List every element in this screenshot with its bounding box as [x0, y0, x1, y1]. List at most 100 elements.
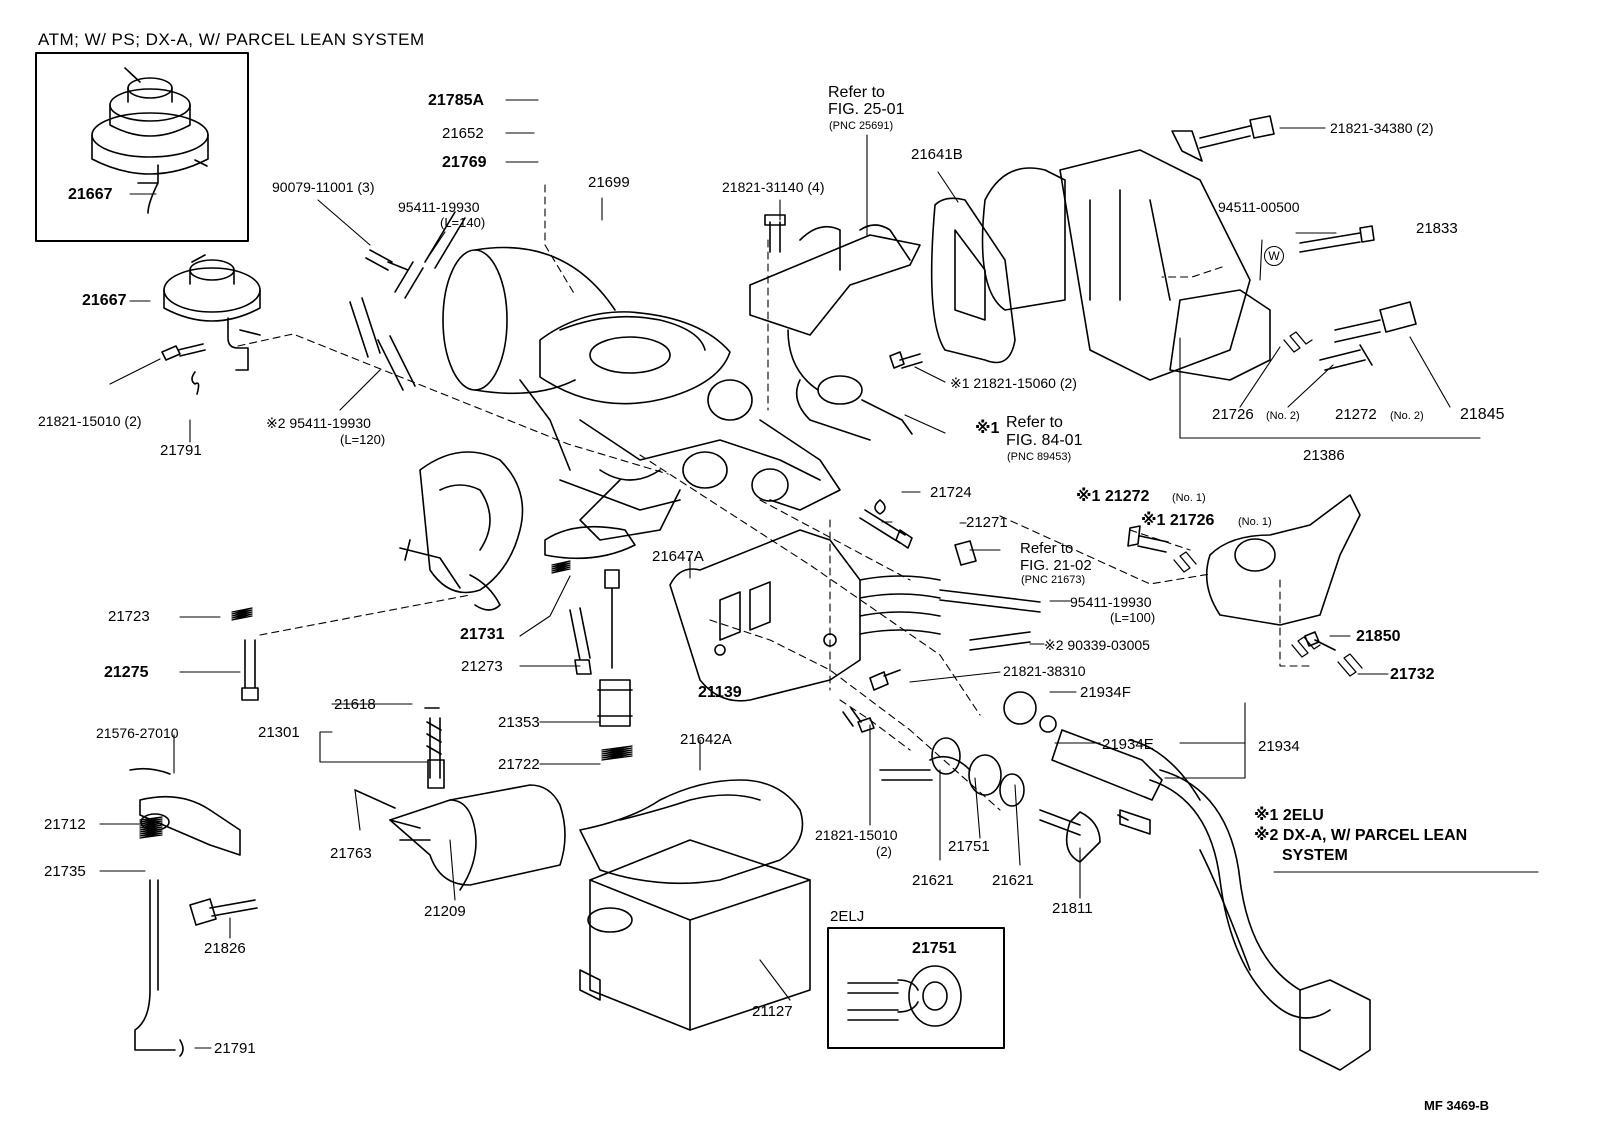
label-21652: 21652 — [442, 125, 484, 142]
label-21576-27010: 21576-27010 — [96, 725, 179, 741]
springs — [139, 331, 1363, 839]
vacuum-switch — [787, 329, 913, 441]
label-21275: 21275 — [104, 664, 149, 681]
label-21791-bottom: 21791 — [214, 1040, 256, 1057]
label-21821-15010-b-qty: (2) — [876, 844, 892, 859]
inset-frame-21667 — [35, 52, 249, 242]
ref-fig21-line2: FIG. 21-02 — [1020, 557, 1092, 574]
label-21811: 21811 — [1052, 900, 1093, 917]
gasket-21641b — [930, 197, 1016, 364]
label-21821-34380: 21821-34380 (2) — [1330, 120, 1434, 136]
vacuum-diaphragm-main — [163, 254, 261, 371]
inset-2elj-part: 21751 — [912, 940, 957, 957]
label-21139: 21139 — [698, 684, 742, 701]
sensor-harness-21934 — [1003, 691, 1371, 1071]
label-95411-19930-120: ※2 95411-19930 — [266, 415, 371, 431]
label-21821-38310: 21821-38310 — [1003, 663, 1086, 679]
label-21272-no2: 21272 — [1335, 406, 1377, 423]
label-21723: 21723 — [108, 608, 150, 625]
air-valve-no1 — [1205, 494, 1361, 626]
label-21785a: 21785A — [428, 92, 485, 109]
leader-lines — [99, 99, 1539, 1049]
label-21821-15060: ※1 21821-15060 (2) — [950, 375, 1077, 391]
label-21763: 21763 — [330, 845, 372, 862]
label-21726-no2-sub: (No. 2) — [1266, 410, 1300, 422]
label-21821-15010-2: 21821-15010 (2) — [38, 413, 142, 429]
label-21726-no1: ※1 21726 — [1141, 512, 1215, 529]
label-21735: 21735 — [44, 863, 86, 880]
tube-bundle — [859, 575, 1041, 651]
label-21127: 21127 — [752, 1003, 793, 1020]
label-21621-b: 21621 — [992, 872, 1034, 889]
ref-fig25-line1: Refer to — [828, 84, 885, 101]
label-21726-no1-sub: (No. 1) — [1238, 516, 1272, 528]
label-21826: 21826 — [204, 940, 246, 957]
label-21386: 21386 — [1303, 447, 1345, 464]
label-21821-31140: 21821-31140 (4) — [722, 179, 825, 195]
label-90339-03005: ※2 90339-03005 — [1044, 637, 1150, 653]
label-21821-15010-b: 21821-15010 — [815, 827, 898, 843]
label-21731: 21731 — [460, 626, 505, 643]
label-21934f: 21934F — [1080, 684, 1131, 701]
label-21934e: 21934E — [1102, 736, 1154, 753]
notes-legend: ※1 2ELU ※2 DX-A, W/ PARCEL LEAN SYSTEM — [1254, 806, 1467, 866]
dashed-guides — [237, 184, 1313, 811]
label-90079-11001: 90079-11001 (3) — [272, 179, 375, 195]
throttle-linkage — [399, 451, 524, 611]
label-21667-inset: 21667 — [68, 186, 113, 203]
label-21699: 21699 — [588, 174, 630, 191]
ref-fig21-line1: Refer to — [1020, 540, 1074, 557]
label-21934: 21934 — [1258, 738, 1300, 755]
ref-fig25-line2: FIG. 25-01 — [828, 101, 905, 118]
label-21353: 21353 — [498, 714, 540, 731]
label-21209: 21209 — [424, 903, 466, 920]
inset-2elj-title: 2ELJ — [830, 908, 865, 925]
throttle-positioner-21386 — [981, 130, 1271, 381]
label-95411-19930-140: 95411-19930 — [398, 199, 480, 215]
ref-fig25-line3: (PNC 25691) — [829, 120, 894, 132]
carb-base-21127 — [579, 839, 811, 1031]
lever-rod-21712 — [129, 767, 241, 1057]
label-21641b: 21641B — [911, 146, 963, 163]
label-21724: 21724 — [930, 484, 972, 501]
label-l140: (L=140) — [440, 215, 486, 230]
solenoid-valve — [389, 784, 566, 891]
gasket-21642a — [579, 779, 804, 885]
label-21769: 21769 — [442, 154, 487, 171]
label-21647a: 21647A — [652, 548, 704, 565]
figure-code: MF 3469-B — [1424, 1098, 1490, 1113]
screws — [189, 115, 1417, 926]
figure-header: ATM; W/ PS; DX-A, W/ PARCEL LEAN SYSTEM — [38, 30, 425, 49]
washer-w-mark: W — [1264, 246, 1284, 266]
ref-fig84-line2: FIG. 84-01 — [1006, 432, 1083, 449]
label-21726-no2: 21726 — [1212, 406, 1254, 423]
jets-and-needles — [354, 499, 977, 809]
label-21272-no2-sub: (No. 2) — [1390, 410, 1424, 422]
label-21791-top: 21791 — [160, 442, 202, 459]
bracket-fig25 — [749, 224, 921, 336]
label-l100: (L=100) — [1110, 610, 1156, 625]
ref-fig84-mark: ※1 — [975, 420, 1000, 437]
label-21751: 21751 — [948, 838, 990, 855]
screw-21821-15010 — [161, 343, 206, 395]
ref-fig21-line3: (PNC 21673) — [1021, 574, 1086, 586]
label-21271: 21271 — [966, 514, 1008, 531]
ref-fig84-line3: (PNC 89453) — [1007, 451, 1072, 463]
label-21272-no1: ※1 21272 — [1076, 488, 1150, 505]
label-21621-a: 21621 — [912, 872, 954, 889]
fittings-bolt — [879, 737, 1129, 863]
note-1: ※1 2ELU — [1254, 807, 1324, 824]
note-2: ※2 DX-A, W/ PARCEL LEAN — [1254, 827, 1468, 844]
union-2elj — [847, 965, 962, 1027]
label-21845: 21845 — [1460, 406, 1505, 423]
label-21732: 21732 — [1390, 666, 1435, 683]
carburetor-body — [442, 246, 841, 560]
label-21850: 21850 — [1356, 628, 1401, 645]
label-21667: 21667 — [82, 292, 127, 309]
bracket-21647a — [669, 529, 861, 702]
label-l120: (L=120) — [340, 432, 386, 447]
label-21833: 21833 — [1416, 220, 1458, 237]
label-21273: 21273 — [461, 658, 503, 675]
label-94511-00500: 94511-00500 — [1218, 199, 1300, 215]
